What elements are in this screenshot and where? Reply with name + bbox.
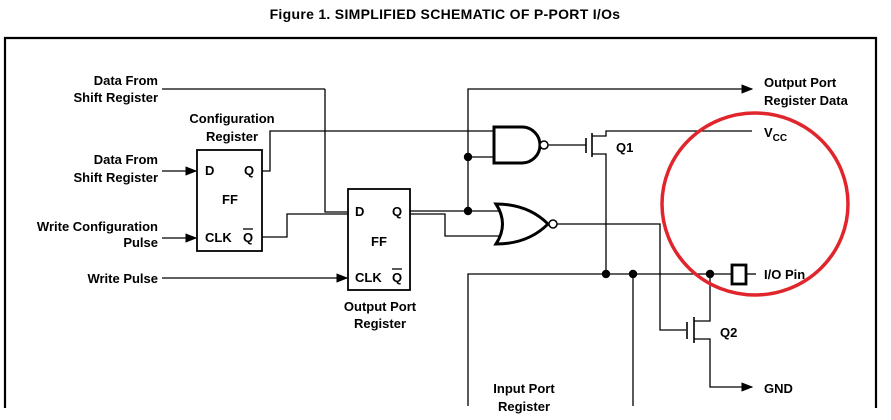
q1-label: Q1 — [616, 140, 633, 155]
output-register-d-pin: D — [355, 204, 364, 219]
input-label-data-from-shift-2b: Shift Register — [73, 170, 158, 185]
input-label-write-pulse: Write Pulse — [87, 271, 158, 286]
wire-output-register-data — [467, 84, 754, 211]
vcc-label-sub: CC — [773, 133, 787, 144]
input-label-data-from-shift-1b: Shift Register — [73, 90, 158, 105]
config-register-clk-pin: CLK — [205, 230, 232, 245]
io-pin-box — [730, 263, 748, 286]
io-pin-label: I/O Pin — [764, 267, 805, 282]
nor-bubble — [548, 219, 558, 229]
figure-frame — [3, 36, 878, 408]
wire-io-node — [467, 273, 732, 406]
highlight-circle — [660, 111, 850, 297]
input-label-write-config-a: Write Configuration — [37, 219, 158, 234]
output-register-caption-a: Output Port — [344, 299, 417, 314]
figure-title: Figure 1. SIMPLIFIED SCHEMATIC OF P-PORT… — [270, 6, 621, 22]
output-port-register-data-b: Register Data — [764, 93, 849, 108]
input-label-write-config-b: Pulse — [123, 235, 158, 250]
output-register-ff-label: FF — [371, 234, 387, 249]
config-register-ff-box — [196, 149, 263, 252]
junction-and-input — [463, 152, 473, 162]
junction-q1-drain — [601, 269, 611, 279]
wire-q2-drain — [694, 274, 711, 322]
config-register-ff-label: FF — [222, 192, 238, 207]
output-port-register-data-a: Output Port — [764, 75, 837, 90]
nor-gate — [493, 202, 551, 246]
input-port-register-caption-a: Input Port — [493, 381, 555, 396]
wire-nor-to-q2-gate — [557, 223, 686, 331]
input-port-register-caption-b: Register — [498, 399, 550, 414]
output-register-qbar-pin: Q — [392, 270, 402, 285]
config-register-q-pin: Q — [244, 163, 254, 178]
wire-config-q-to-and — [262, 130, 494, 172]
wire-q2-to-gnd — [694, 338, 754, 392]
nand-bubble — [539, 140, 549, 150]
output-register-clk-pin: CLK — [355, 270, 382, 285]
vcc-label-main: V — [764, 125, 773, 140]
config-register-caption-b: Register — [206, 129, 258, 144]
junction-input-register — [628, 269, 638, 279]
output-register-q-pin: Q — [392, 204, 402, 219]
junction-q2-drain — [705, 269, 715, 279]
wire-q1-to-node — [592, 153, 607, 272]
output-register-caption-b: Register — [354, 316, 406, 331]
wire-shift1-to-output-d — [324, 89, 347, 213]
input-label-data-from-shift-2a: Data From — [94, 152, 158, 167]
config-register-caption-a: Configuration — [189, 111, 274, 126]
input-label-data-from-shift-1a: Data From — [94, 73, 158, 88]
wire-q1-to-vcc — [592, 130, 752, 137]
output-port-register-ff-box — [347, 188, 411, 291]
vcc-label: VCC — [764, 125, 787, 144]
q2-label: Q2 — [720, 325, 737, 340]
config-register-d-pin: D — [205, 163, 214, 178]
junction-output-q — [463, 206, 473, 216]
config-register-qbar-pin: Q — [243, 230, 253, 245]
gnd-label: GND — [764, 381, 793, 396]
nand-gate — [492, 125, 542, 165]
